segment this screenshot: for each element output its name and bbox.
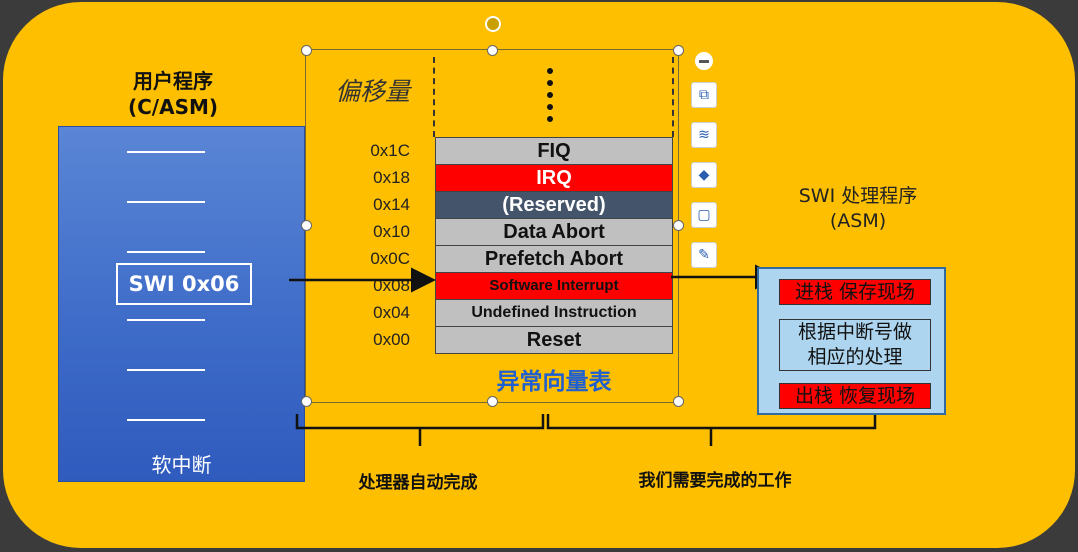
- slide: 用户程序 (C/ASM) SWI 0x06 软中断 偏移量 0x1C 0x18 0x…: [3, 2, 1075, 548]
- resize-handle-top-right[interactable]: [673, 45, 684, 56]
- step-handle-line2: 相应的处理: [807, 346, 903, 368]
- vector-row: Data Abort: [435, 218, 673, 245]
- step-push: 进栈 保存现场: [779, 279, 931, 305]
- fill-icon[interactable]: ◆: [691, 162, 717, 188]
- swi-handler-panel: 进栈 保存现场 根据中断号做 相应的处理 出栈 恢复现场: [757, 267, 946, 415]
- vector-row: FIQ: [435, 137, 673, 164]
- offset-value: 0x10: [373, 222, 410, 241]
- vector-row: Prefetch Abort: [435, 245, 673, 272]
- swi-handler-title: SWI 处理程序 (ASM): [763, 184, 953, 234]
- swi-instruction-box: SWI 0x06: [116, 263, 252, 305]
- offset-header: 偏移量: [335, 77, 411, 106]
- user-program-title: 用户程序 (C/ASM): [98, 68, 248, 120]
- resize-handle-bottom-left[interactable]: [301, 396, 312, 407]
- resize-handle-top-left[interactable]: [301, 45, 312, 56]
- resize-handle-left[interactable]: [301, 220, 312, 231]
- offset-value: 0x1C: [370, 141, 410, 160]
- offset-value: 0x18: [373, 168, 410, 187]
- code-line: [127, 201, 205, 203]
- floating-toolbar: ⧉ ≋ ◆ ▢ ✎: [691, 52, 719, 282]
- swi-handler-title-line2: (ASM): [829, 210, 887, 232]
- code-line: [127, 369, 205, 371]
- code-line: [127, 319, 205, 321]
- bracket-right-label: 我们需要完成的工作: [638, 471, 792, 491]
- pen-icon[interactable]: ✎: [691, 242, 717, 268]
- code-line: [127, 419, 205, 421]
- layers-icon[interactable]: ≋: [691, 122, 717, 148]
- collapse-icon[interactable]: [695, 52, 713, 70]
- continuation-dots: [547, 68, 555, 128]
- code-line: [127, 251, 205, 253]
- resize-handle-bottom-right[interactable]: [673, 396, 684, 407]
- software-interrupt-label: 软中断: [151, 453, 212, 477]
- vector-row: Software Interrupt: [435, 272, 673, 299]
- offset-value: 0x00: [373, 330, 410, 349]
- user-program-title-line1: 用户程序: [133, 69, 213, 93]
- offset-value: 0x04: [373, 303, 410, 322]
- bracket-right: [546, 414, 877, 430]
- guide-line: [433, 57, 435, 137]
- bracket-left-label: 处理器自动完成: [358, 473, 478, 493]
- vector-row: (Reserved): [435, 191, 673, 218]
- guide-line: [672, 57, 674, 137]
- offset-value: 0x0C: [370, 249, 410, 268]
- user-program-panel: SWI 0x06 软中断: [58, 126, 305, 482]
- resize-handle-bottom[interactable]: [487, 396, 498, 407]
- step-handle-line1: 根据中断号做: [797, 321, 912, 343]
- step-handle: 根据中断号做 相应的处理: [779, 319, 931, 371]
- resize-handle-right[interactable]: [673, 220, 684, 231]
- rotate-handle-icon[interactable]: [485, 16, 501, 32]
- offset-value: 0x14: [373, 195, 410, 214]
- resize-handle-top[interactable]: [487, 45, 498, 56]
- layout-options-icon[interactable]: ⧉: [691, 82, 717, 108]
- step-pop: 出栈 恢复现场: [779, 383, 931, 409]
- code-line: [127, 151, 205, 153]
- vector-row: Undefined Instruction: [435, 299, 673, 326]
- vector-table-caption: 异常向量表: [496, 369, 612, 395]
- outline-icon[interactable]: ▢: [691, 202, 717, 228]
- vector-row: Reset: [435, 326, 673, 354]
- swi-handler-title-line1: SWI 处理程序: [798, 185, 918, 207]
- user-program-title-line2: (C/ASM): [127, 95, 219, 119]
- vector-row: IRQ: [435, 164, 673, 191]
- bracket-left: [295, 414, 545, 430]
